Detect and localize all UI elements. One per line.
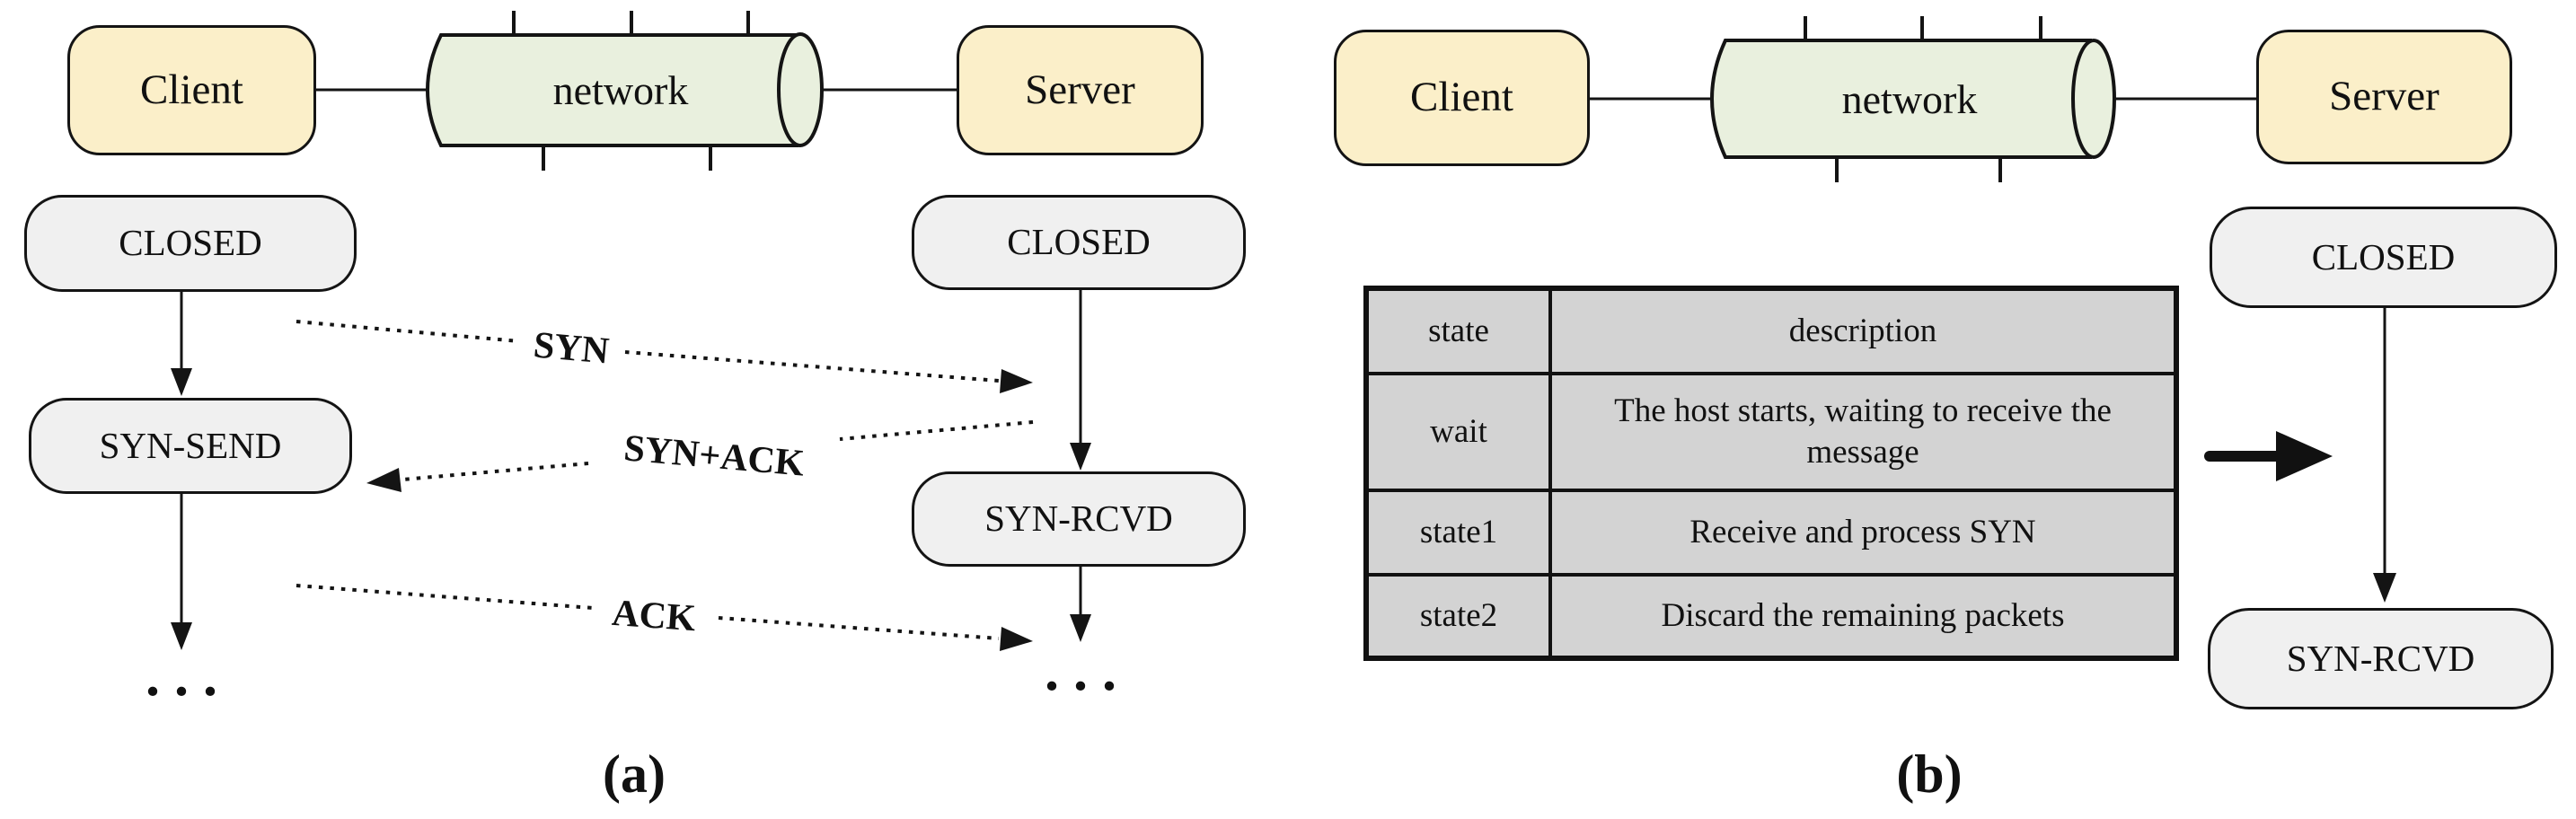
state-description-table: state description wait The host starts, … bbox=[1363, 286, 2179, 661]
server-label-a: Server bbox=[1025, 66, 1135, 113]
server-box-a: Server bbox=[957, 25, 1204, 155]
network-cylinder-icon-b bbox=[1710, 16, 2116, 182]
client-label-b: Client bbox=[1410, 74, 1513, 121]
client-label-a: Client bbox=[140, 66, 243, 113]
state-label: SYN-SEND bbox=[99, 424, 282, 466]
cell-description: The host starts, waiting to receive the … bbox=[1548, 372, 2178, 492]
state-label: SYN-RCVD bbox=[2286, 637, 2475, 679]
header-state: state bbox=[1364, 286, 1552, 375]
cell-description: Receive and process SYN bbox=[1548, 489, 2178, 577]
ellipsis-client-a: ... bbox=[146, 644, 232, 708]
server-timeline-arrows-a bbox=[1070, 290, 1091, 642]
syn-message-arrow bbox=[296, 320, 1033, 393]
state-closed-client-a: CLOSED bbox=[24, 195, 357, 292]
state-syn-send-a: SYN-SEND bbox=[29, 398, 352, 494]
cell-state: wait bbox=[1364, 372, 1552, 492]
state-label: CLOSED bbox=[1007, 221, 1151, 263]
network-cylinder-icon-a bbox=[426, 11, 824, 171]
state-label: CLOSED bbox=[119, 222, 262, 264]
table-row: wait The host starts, waiting to receive… bbox=[1364, 372, 2178, 492]
cell-description-text: Receive and process SYN bbox=[1689, 513, 2036, 550]
msg-label-ack: ACK bbox=[610, 592, 698, 640]
caption-a: (a) bbox=[603, 744, 666, 804]
client-box-b: Client bbox=[1334, 30, 1590, 166]
table-row: state1 Receive and process SYN bbox=[1364, 489, 2178, 577]
state-closed-server-a: CLOSED bbox=[912, 195, 1246, 290]
cell-state: state2 bbox=[1364, 573, 1552, 660]
state-label: CLOSED bbox=[2311, 235, 2456, 277]
ack-message-arrow bbox=[296, 584, 1033, 651]
state-closed-b: CLOSED bbox=[2210, 207, 2557, 308]
syn-ack-message-arrow bbox=[366, 420, 1034, 492]
client-box-a: Client bbox=[67, 25, 316, 155]
cell-state: state1 bbox=[1364, 489, 1552, 577]
state-syn-rcvd-a: SYN-RCVD bbox=[912, 471, 1246, 567]
cell-description-text: Discard the remaining packets bbox=[1661, 596, 2065, 634]
server-timeline-arrow-b bbox=[2373, 308, 2396, 603]
table-row: state2 Discard the remaining packets bbox=[1364, 573, 2178, 660]
ellipsis-server-a: ... bbox=[1045, 638, 1131, 702]
header-description: description bbox=[1548, 286, 2178, 375]
state-label: SYN-RCVD bbox=[984, 498, 1173, 540]
network-label-a: network bbox=[552, 67, 689, 113]
table-header-row: state description bbox=[1364, 286, 2178, 375]
maps-to-arrow-icon bbox=[2204, 431, 2333, 481]
state-syn-rcvd-b: SYN-RCVD bbox=[2208, 608, 2554, 709]
server-label-b: Server bbox=[2329, 73, 2439, 120]
network-label-b: network bbox=[1841, 75, 1978, 122]
cell-description: Discard the remaining packets bbox=[1548, 573, 2178, 660]
cell-description-text: The host starts, waiting to receive the … bbox=[1614, 392, 2112, 471]
client-timeline-arrows-a bbox=[171, 292, 192, 650]
caption-b: (b) bbox=[1896, 744, 1963, 804]
server-box-b: Server bbox=[2256, 30, 2512, 164]
